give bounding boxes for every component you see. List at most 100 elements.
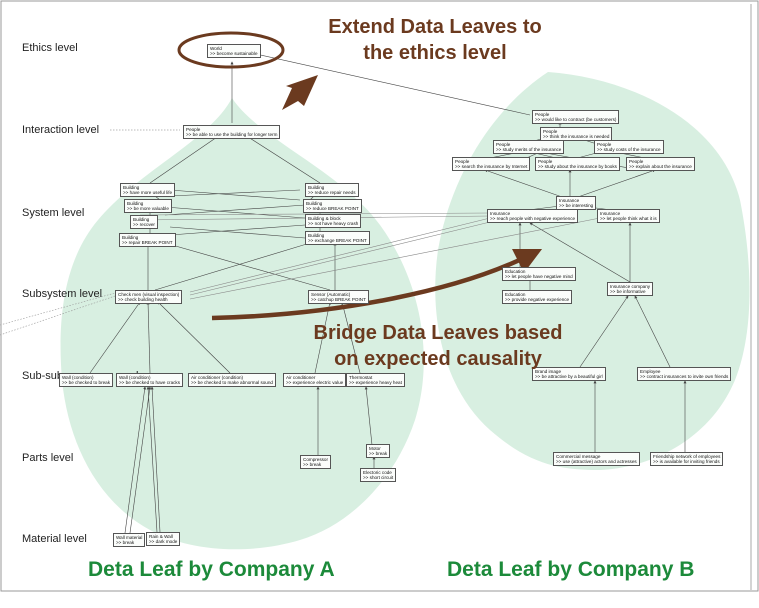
callout-bridge-line2: on expected causality (334, 348, 542, 370)
node-b-p4: People>> search the insurance by Interne… (452, 157, 531, 172)
node-a-m2: Rain & Wall>> dark mode (146, 532, 181, 547)
node-desc: >> reach people with negative experience (490, 216, 576, 222)
node-desc: >> study merits of the insurance (496, 147, 562, 153)
node-title: Insurance (490, 211, 511, 216)
node-a-b3: Building>> be more valuable (124, 199, 172, 214)
node-desc: >> search the insurance by Internet (455, 164, 528, 170)
node-title: Building (133, 217, 150, 222)
ethics-highlight-ellipse (177, 31, 285, 69)
level-label-subsub: Sub-sub (22, 370, 63, 382)
node-title: Wall material (116, 535, 143, 540)
node-b-e1: Education>> let people have negative min… (502, 267, 576, 282)
node-title: Motor (369, 446, 381, 451)
diagram-frame (0, 0, 759, 592)
callout-arrow-bridge (211, 248, 543, 321)
node-desc: >> break (369, 451, 388, 457)
caption-company-a: Deta Leaf by Company A (88, 558, 335, 581)
node-desc: >> reduce repair needs (308, 190, 356, 196)
node-desc: >> be checked to break (62, 380, 111, 386)
node-title: Check men (visual inspection) (118, 292, 180, 297)
node-a-b6: Building & block>> not have heavy crash (305, 214, 362, 229)
node-desc: >> become sustainable (210, 51, 258, 57)
node-desc: >> explain about the insurance (629, 164, 692, 170)
company-a-edges (89, 61, 376, 534)
node-desc: >> be informative (610, 289, 646, 295)
node-title: Building (306, 201, 323, 206)
node-title: Wall (condition) (119, 375, 151, 380)
callout-extend-line1: Extend Data Leaves to (328, 16, 542, 38)
node-desc: >> let people think what it is (600, 216, 657, 222)
node-b-brand: Brand image>> be attractive by a beautif… (532, 367, 606, 382)
node-a-s1: Wall (condition)>> be checked to break (59, 373, 114, 388)
node-desc: >> contract insurances to invite own fri… (640, 374, 729, 380)
node-a-p1: Compressor>> break (300, 455, 332, 470)
level-label-interaction: Interaction level (22, 124, 100, 136)
node-title: Commercial message (556, 454, 601, 459)
node-b-fn: Friendship network of employees>> is ava… (650, 452, 724, 467)
node-world: World>> become sustainable (207, 44, 261, 59)
node-desc: >> study about the insurance by books (538, 164, 617, 170)
subsystem-guide-2 (0, 295, 116, 336)
node-desc: >> experience heavy heat (349, 380, 402, 386)
node-title: Rain & Wall (149, 534, 173, 539)
level-label-system: System level (22, 207, 85, 219)
node-desc: >> be attractive by a beautiful girl (535, 374, 603, 380)
node-desc: >> not have heavy crash (308, 221, 359, 227)
node-title: Building & block (308, 216, 341, 221)
node-b-p6: People>> explain about the insurance (626, 157, 695, 172)
node-desc: >> recover (133, 222, 155, 228)
node-desc: >> be more valuable (127, 206, 169, 212)
node-desc: >> be checked to make abnormal sound (191, 380, 273, 386)
node-a-b5: Building>> recover (130, 215, 158, 230)
node-title: Employee (640, 369, 661, 374)
node-title: Building (127, 201, 144, 206)
node-title: People (186, 127, 201, 132)
node-desc: >> reduce BREAK POINT (306, 206, 359, 212)
node-title: Education (505, 269, 526, 274)
node-title: People (496, 142, 511, 147)
node-b-p3: People>> study costs of the insurance (594, 140, 664, 155)
node-title: Friendship network of employees (653, 454, 721, 459)
node-desc: >> be able to use the building for longe… (186, 132, 278, 138)
node-desc: >> use (attractive) actors and actresses (556, 459, 637, 465)
node-title: World (210, 46, 222, 51)
node-desc: >> repair BREAK POINT (122, 240, 173, 246)
node-desc: >> have more useful life (123, 190, 173, 196)
node-desc: >> short circuit (363, 475, 394, 481)
node-desc: >> break (116, 540, 135, 546)
node-title: People (629, 159, 644, 164)
node-desc: >> exchange BREAK POINT (308, 238, 367, 244)
node-desc: >> experience electric value (286, 380, 344, 386)
node-desc: >> provide negative experience (505, 297, 570, 303)
node-title: Air conditioner (286, 375, 316, 380)
node-a-b4: Building>> reduce BREAK POINT (303, 199, 362, 214)
node-a-s4: Air conditioner>> experience electric va… (283, 373, 347, 388)
node-a-p2: Motor>> break (366, 444, 391, 459)
node-b-i2: Insurance>> reach people with negative e… (487, 209, 579, 224)
node-b-cm: Commercial message>> use (attractive) ac… (553, 452, 640, 467)
node-a-b8: Building>> exchange BREAK POINT (305, 231, 370, 246)
node-desc: >> check building health (118, 297, 168, 303)
node-a-s3: Air conditioner (condition)>> be checked… (188, 373, 276, 388)
node-a-m1: Wall material>> break (113, 533, 146, 548)
node-a-p3: Electoric code>> short circuit (360, 468, 397, 483)
node-title: Building (122, 235, 139, 240)
callout-extend-line2: the ethics level (363, 42, 507, 64)
node-title: People (597, 142, 612, 147)
callout-extend: Extend Data Leaves to the ethics level (285, 14, 585, 66)
node-title: Air conditioner (condition) (191, 375, 244, 380)
node-b-p1: People>> think the insurance is needed (540, 127, 613, 142)
node-title: People (538, 159, 553, 164)
node-title: Insurance (559, 198, 580, 203)
node-title: Brand image (535, 369, 562, 374)
node-b-emp: Employee>> contract insurances to invite… (637, 367, 732, 382)
node-title: Thermostat (349, 375, 373, 380)
node-title: People (455, 159, 470, 164)
callout-bridge-line1: Bridge Data Leaves based (313, 322, 563, 344)
node-title: Building (308, 185, 325, 190)
node-title: Education (505, 292, 526, 297)
level-label-ethics: Ethics level (22, 42, 78, 54)
node-a-b1: Building>> have more useful life (120, 183, 176, 198)
node-b-p5: People>> study about the insurance by bo… (535, 157, 620, 172)
